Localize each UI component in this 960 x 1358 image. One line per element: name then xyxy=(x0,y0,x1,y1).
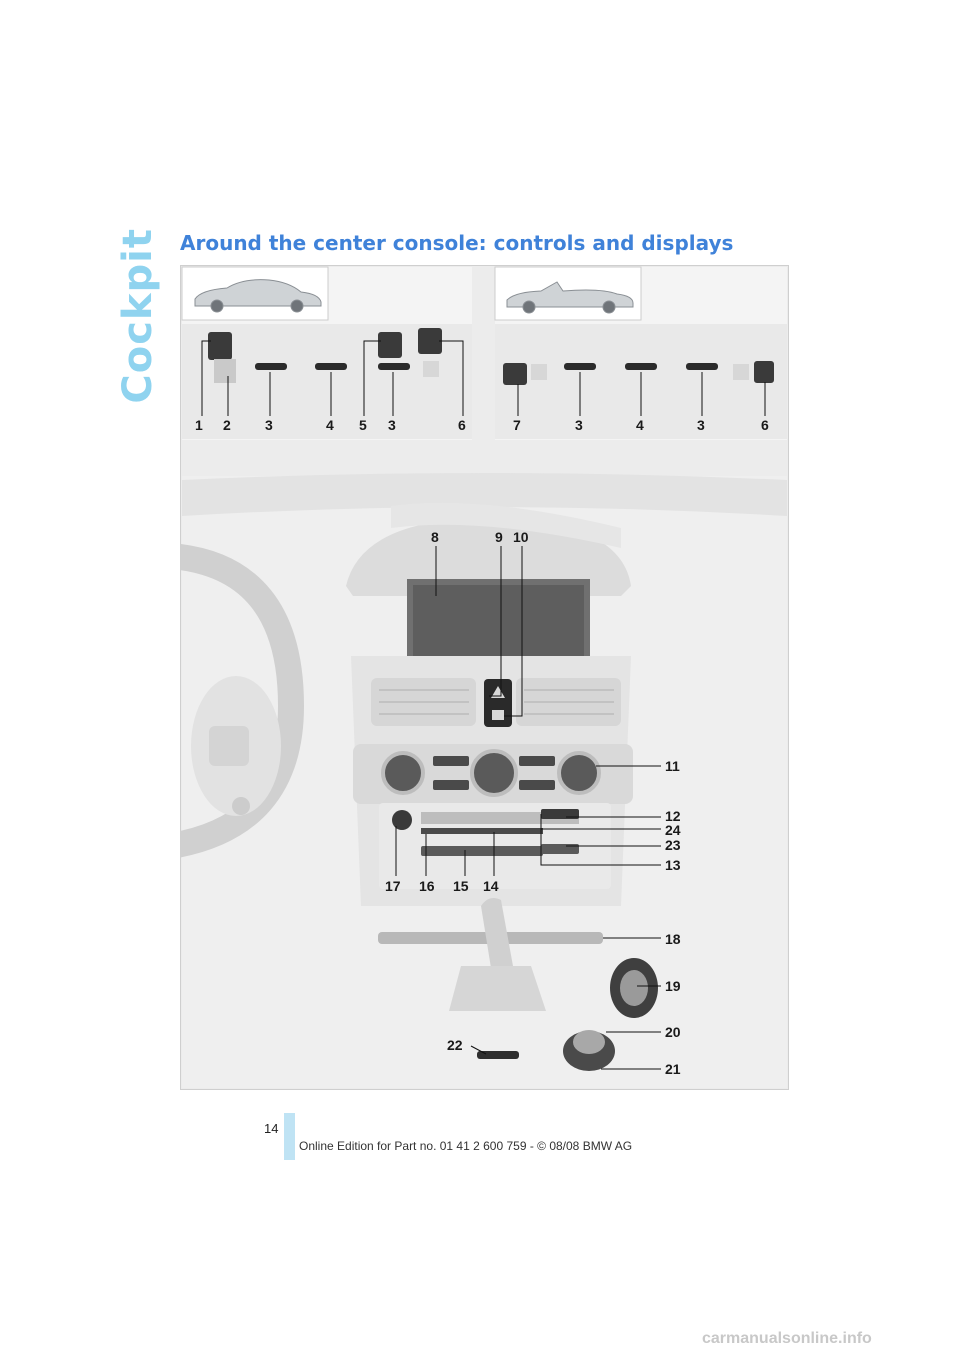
section-title: Cockpit xyxy=(115,228,161,404)
callout-label: 21 xyxy=(665,1061,681,1077)
callout-label: 24 xyxy=(665,822,681,838)
callout-label: 3 xyxy=(575,417,583,433)
callout-label: 3 xyxy=(697,417,705,433)
coupe-car-icon xyxy=(194,279,322,313)
callout-label: 14 xyxy=(483,878,499,894)
page-heading: Around the center console: controls and … xyxy=(180,231,734,255)
convertible-panel: 7 3 4 3 6 xyxy=(494,266,787,440)
page-number: 14 xyxy=(264,1121,279,1136)
callout-label: 3 xyxy=(265,417,273,433)
callout-label: 7 xyxy=(513,417,521,433)
callout-label: 9 xyxy=(495,529,503,545)
callout-label: 6 xyxy=(761,417,769,433)
callout-label: 18 xyxy=(665,931,681,947)
callout-label: 15 xyxy=(453,878,469,894)
footer-accent-bar xyxy=(284,1113,295,1160)
console-diagram: 1 2 3 4 5 3 6 xyxy=(181,266,787,1088)
callout-label: 20 xyxy=(665,1024,681,1040)
callout-label: 11 xyxy=(665,758,680,774)
callout-label: 8 xyxy=(431,529,439,545)
callout-label: 2 xyxy=(223,417,231,433)
callout-label: 10 xyxy=(513,529,529,545)
callout-label: 5 xyxy=(359,417,367,433)
callout-label: 22 xyxy=(447,1037,463,1053)
footer-edition-text: Online Edition for Part no. 01 41 2 600 … xyxy=(299,1139,633,1153)
callout-label: 4 xyxy=(326,417,334,433)
callout-label: 16 xyxy=(419,878,435,894)
callout-label: 6 xyxy=(458,417,466,433)
callout-label: 19 xyxy=(665,978,681,994)
callout-label: 12 xyxy=(665,808,681,824)
coupe-panel: 1 2 3 4 5 3 6 xyxy=(181,266,472,440)
convertible-car-icon xyxy=(506,281,634,314)
callout-label: 17 xyxy=(385,878,401,894)
callout-label: 3 xyxy=(388,417,396,433)
callout-label: 1 xyxy=(195,417,203,433)
center-console-illustration: 1 2 3 4 5 3 6 xyxy=(180,265,789,1090)
callout-label: 23 xyxy=(665,837,681,853)
callout-label: 13 xyxy=(665,857,681,873)
callout-label: 4 xyxy=(636,417,644,433)
console-drawing xyxy=(181,473,787,1088)
watermark: carmanualsonline.info xyxy=(702,1330,872,1347)
